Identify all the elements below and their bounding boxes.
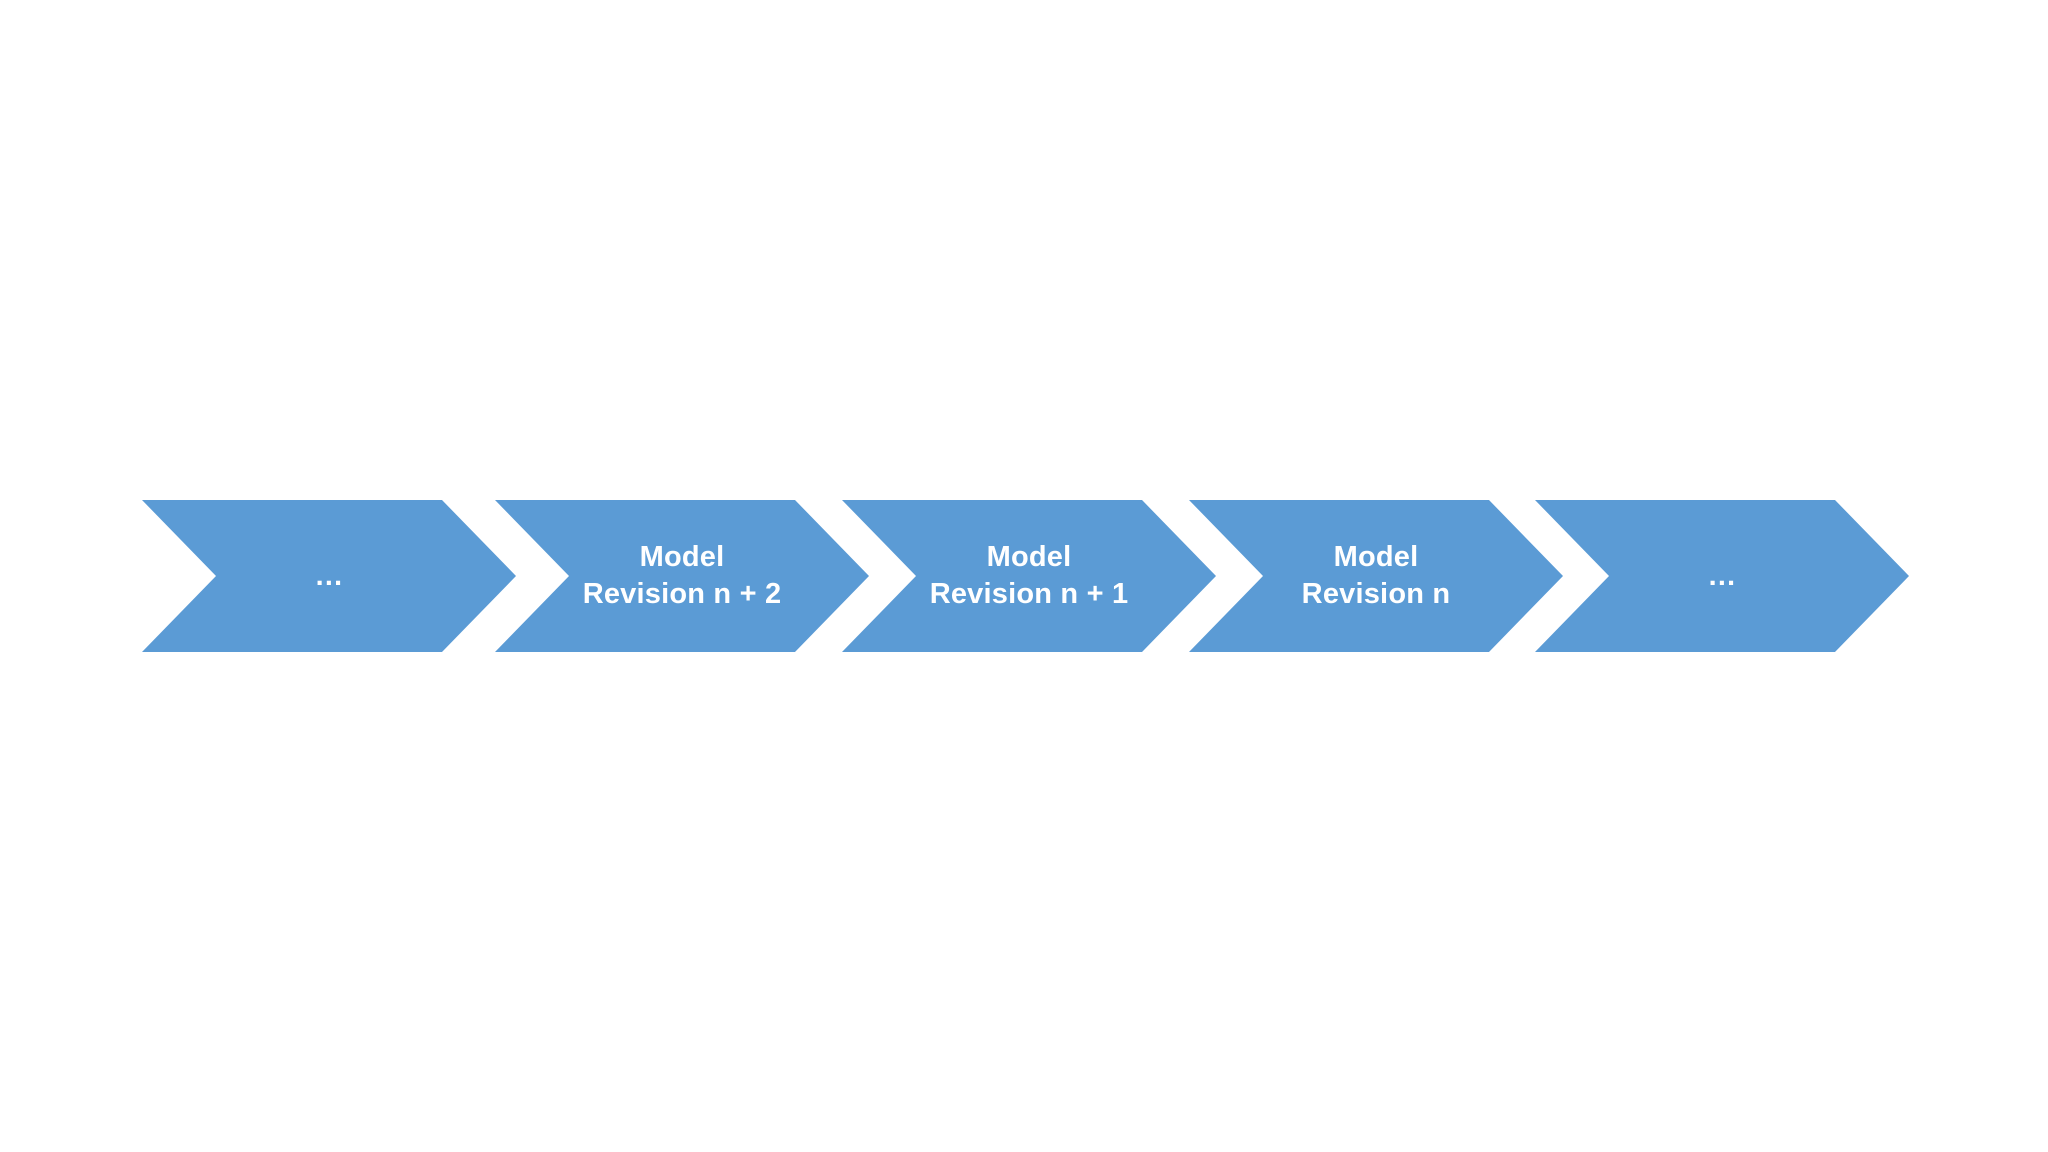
chevron-step-model-revision-n-plus-1: Model Revision n + 1 [842, 500, 1216, 652]
chevron-label-ellipsis-right: … [1707, 559, 1737, 592]
chevron-step-ellipsis-right: … [1535, 500, 1909, 652]
chevron-label-model-revision-n: Model Revision n [1301, 541, 1451, 610]
chevron-step-model-revision-n: Model Revision n [1189, 500, 1563, 652]
chevron-label-model-revision-n-plus-2: Model Revision n + 2 [582, 541, 782, 610]
chevron-label-ellipsis-left: … [314, 559, 344, 592]
chevron-step-model-revision-n-plus-2: Model Revision n + 2 [495, 500, 869, 652]
chevron-label-model-revision-n-plus-1: Model Revision n + 1 [929, 541, 1129, 610]
chevron-step-ellipsis-left: … [142, 500, 516, 652]
